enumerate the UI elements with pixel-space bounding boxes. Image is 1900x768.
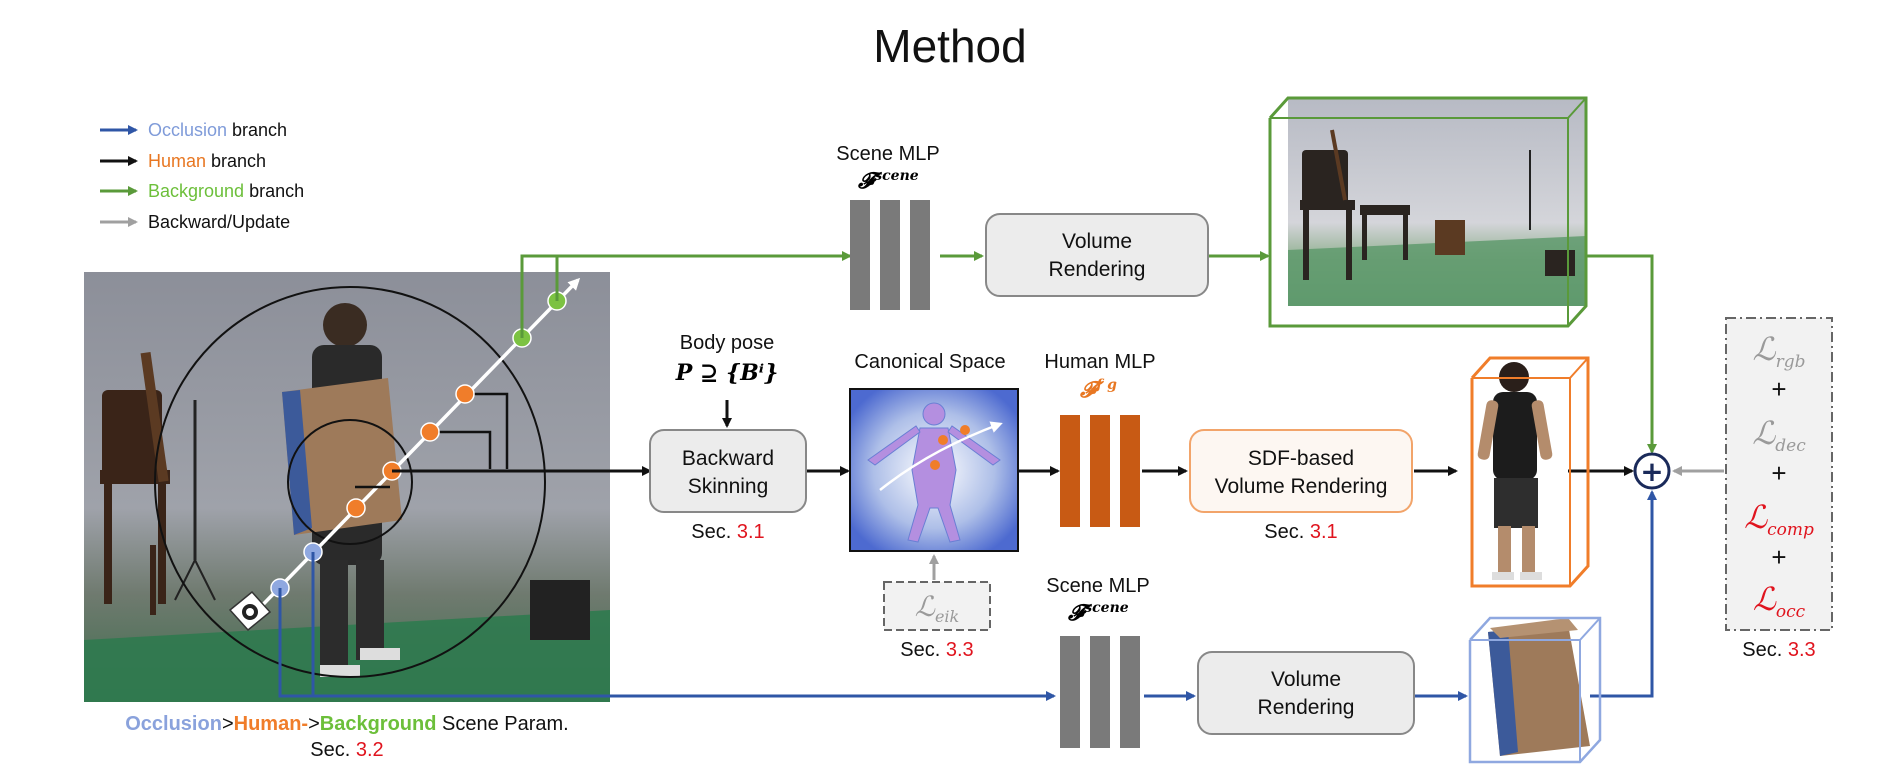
canonical-body [867,402,1001,543]
page-title: Method [873,20,1026,72]
legend-item-backward: Backward/Update [100,212,290,232]
scene-mlp-top-symbol: 𝓕scene [857,168,919,194]
eik-loss-section: Sec. 3.3 [900,639,973,661]
scene-mlp-bottom-bar [1090,636,1110,748]
scene-mlp-bottom-bar [1060,636,1080,748]
human-render-image [1470,356,1590,588]
scene-mlp-bottom: Scene MLP 𝓕scene [1046,575,1150,748]
caption-sep2: > [308,713,320,735]
backward-skinning-line1: Backward [682,447,774,470]
inner-circle [287,419,413,545]
volume-rendering-bottom-line2: Rendering [1258,696,1355,719]
scene-param-caption: Occlusion>Human->Background Scene Param. [125,713,569,735]
losses-box: ℒrgb + ℒdec + ℒcomp + ℒocc [1725,317,1833,631]
caption-background: Background [320,713,437,735]
canonical-space-label: Canonical Space [854,351,1005,373]
canonical-space-image [849,388,1019,552]
legend-occlusion-rest: branch [227,120,287,140]
body-pose-formula: P ⊇ {Bⁱ} [675,360,778,386]
bounding-box-3d [1268,96,1588,328]
body-pose-label: Body pose [680,332,775,354]
legend-background-rest: branch [244,181,304,201]
loss-occ: ℒocc [1753,580,1806,622]
scene-param-section: Sec. 3.2 [310,739,383,761]
human-mlp-bar [1120,415,1140,527]
scene-mlp-bottom-symbol: 𝓕scene [1067,600,1129,626]
caption-sep1: > [222,713,234,735]
occlusion-branch-lines [278,490,1657,701]
sdf-rendering-line1: SDF-based [1248,447,1354,470]
background-branch-lines [520,251,1657,454]
sample-point-orange [420,422,440,442]
loss-plus: + [1771,458,1786,488]
sdf-rendering-section: Sec. 3.1 [1264,521,1337,543]
losses-section: Sec. 3.3 [1742,639,1815,661]
loss-plus: + [1771,374,1786,404]
backward-skinning-box: Backward Skinning [649,429,807,513]
eik-loss-symbol: ℒeik [915,590,959,626]
scene-mlp-top-bar [880,200,900,310]
caption-human: Human- [234,713,308,735]
bounding-box-3d [1468,616,1602,764]
human-mlp-bar [1060,415,1080,527]
legend-backward-label: Backward/Update [148,212,290,232]
background-render-image [1268,96,1588,328]
sample-point-orange [455,384,475,404]
volume-rendering-top-line1: Volume [1062,230,1132,253]
scene-mlp-top: Scene MLP 𝓕scene [836,143,940,310]
combine-symbol: + [1640,455,1663,488]
scene-mlp-top-bar [910,200,930,310]
bounding-box-3d [1470,356,1590,588]
human-mlp-symbol: 𝓕f g [1079,377,1117,403]
backward-skinning-line2: Skinning [688,475,769,498]
human-branch-lines [392,400,1634,476]
loss-dec: ℒdec [1752,414,1806,456]
camera-icon [228,590,272,632]
svg-text:Human branch: Human branch [148,151,266,171]
legend-item-background: Background branch [100,181,304,201]
loss-comp: ℒcomp [1744,498,1814,540]
volume-rendering-bottom: Volume Rendering [1197,651,1415,735]
legend-item-human: Human branch [100,151,266,171]
legend: Occlusion branch Human branch Background… [100,120,304,232]
occlusion-render-image [1468,616,1602,764]
backward-skinning-section: Sec. 3.1 [691,521,764,543]
caption-occlusion: Occlusion [125,713,222,735]
legend-occlusion-word: Occlusion [148,120,227,140]
sdf-volume-rendering-box: SDF-based Volume Rendering [1189,429,1413,513]
legend-human-rest: branch [206,151,266,171]
scene-mlp-bottom-label: Scene MLP [1046,575,1149,597]
legend-item-occlusion: Occlusion branch [100,120,287,140]
combine-node: + [1633,452,1671,490]
outer-circle [154,286,546,678]
legend-human-word: Human [148,151,206,171]
scene-mlp-top-label: Scene MLP [836,143,939,165]
scene-mlp-top-bar [850,200,870,310]
cardboard-box [282,378,402,535]
section-prefix: Sec. [310,739,356,761]
body-pose: Body pose P ⊇ {Bⁱ} [675,332,778,386]
caption-rest: Scene Param. [436,713,568,735]
loss-plus: + [1771,542,1786,572]
human-mlp-bar [1090,415,1110,527]
volume-rendering-bottom-line1: Volume [1271,668,1341,691]
loss-rgb: ℒrgb [1753,330,1806,372]
human-mlp-label: Human MLP [1044,351,1155,373]
legend-background-word: Background [148,181,244,201]
svg-text:Occlusion branch: Occlusion branch [148,120,287,140]
section-number: 3.2 [356,739,384,761]
human-mlp: Human MLP 𝓕f g [1044,351,1156,527]
eik-loss: ℒeik [883,554,991,631]
svg-text:Background branch: Background branch [148,181,304,201]
volume-rendering-top: Volume Rendering [985,213,1209,297]
volume-rendering-top-line2: Rendering [1049,258,1146,281]
sdf-rendering-line2: Volume Rendering [1215,475,1388,498]
input-scene-image [84,272,610,702]
sample-point-orange [346,498,366,518]
scene-mlp-bottom-bar [1120,636,1140,748]
